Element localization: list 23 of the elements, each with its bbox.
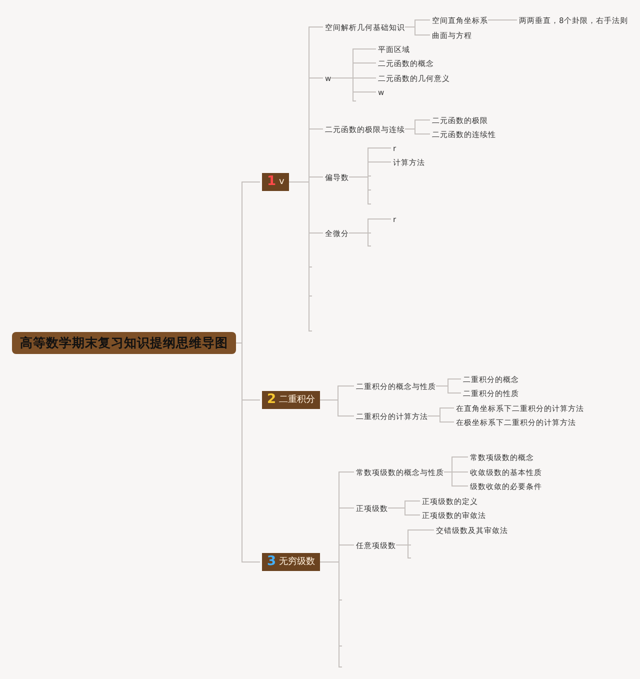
branch-label: v	[279, 176, 284, 189]
branch-number: 1	[267, 173, 276, 191]
connector-line	[396, 544, 412, 558]
connector-line	[428, 416, 454, 422]
connector-line	[444, 472, 468, 486]
connector-line	[404, 128, 430, 134]
connector-line	[320, 400, 354, 416]
branch-number: 2	[267, 391, 276, 409]
connector-line	[288, 182, 312, 332]
branch-label: 无穷级数	[279, 556, 316, 569]
branch-box	[262, 391, 320, 409]
branch-number: 3	[267, 553, 276, 571]
connector-line	[436, 386, 462, 394]
connector-line	[348, 176, 372, 204]
connector-line	[388, 508, 420, 516]
connector-line	[404, 26, 430, 36]
branch-box	[262, 553, 320, 571]
root-topic-box: 高等数学期末复习知识提纲思维导图	[12, 332, 236, 354]
connector-line	[348, 232, 372, 246]
connector-line	[330, 78, 356, 102]
branch-box	[262, 173, 290, 191]
connector-line	[236, 342, 260, 562]
branch-label: 二重积分	[279, 394, 316, 407]
